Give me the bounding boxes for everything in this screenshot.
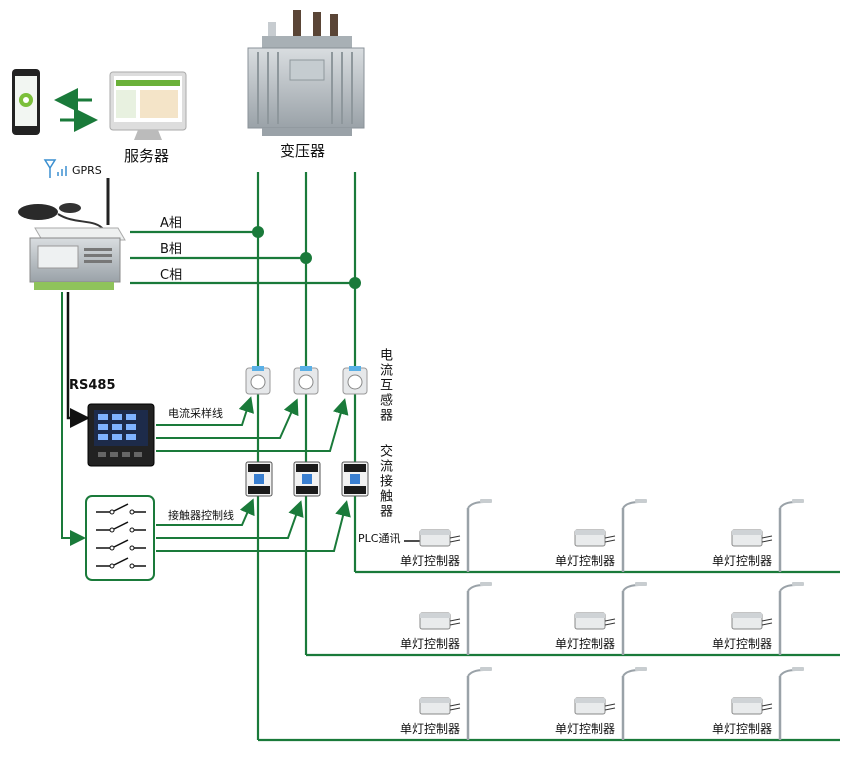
controller-label: 单灯控制器 bbox=[400, 637, 461, 651]
phase-b-label: B相 bbox=[160, 242, 182, 257]
current-sample-label: 电流采样线 bbox=[168, 407, 223, 420]
plc-comm-label: PLC通讯 bbox=[358, 532, 401, 545]
phase-a-label: A相 bbox=[160, 216, 182, 231]
controller-label: 单灯控制器 bbox=[400, 722, 461, 736]
rs485-label: RS485 bbox=[69, 378, 116, 393]
single-lamp-controller bbox=[731, 697, 773, 715]
controller-label: 单灯控制器 bbox=[400, 554, 461, 568]
current-transformer-label: 电流互感器 bbox=[377, 348, 392, 423]
gprs-label: GPRS bbox=[72, 164, 102, 177]
single-lamp-controller bbox=[574, 612, 616, 630]
contactor-control-lines bbox=[156, 498, 351, 552]
ac-contactor-label: 交流接触器 bbox=[377, 444, 392, 519]
phase-buses bbox=[130, 172, 357, 740]
phone-icon bbox=[12, 69, 40, 135]
output-feeders bbox=[258, 570, 840, 742]
single-lamp-controller bbox=[574, 529, 616, 547]
street-light-icon bbox=[621, 499, 647, 572]
rs485-link bbox=[66, 292, 90, 428]
street-light-icon bbox=[466, 582, 492, 655]
single-lamp-controller bbox=[731, 612, 773, 630]
concentrator-device bbox=[29, 227, 126, 290]
control-link bbox=[61, 292, 86, 546]
controllers-group bbox=[419, 499, 804, 740]
street-light-icon bbox=[466, 499, 492, 572]
junction-dots bbox=[252, 226, 361, 289]
power-meter-device bbox=[87, 403, 155, 467]
phase-c-label: C相 bbox=[160, 268, 183, 283]
transformer-device bbox=[247, 10, 365, 136]
controller-label: 单灯控制器 bbox=[712, 722, 773, 736]
single-lamp-controller bbox=[419, 529, 461, 547]
street-light-icon bbox=[778, 499, 804, 572]
sync-arrows-icon bbox=[54, 88, 98, 132]
transformer-label: 变压器 bbox=[280, 142, 326, 160]
relay-switch-box bbox=[85, 495, 155, 581]
gprs-antenna-icon bbox=[18, 178, 110, 231]
current-transformer-icon bbox=[245, 366, 368, 395]
server-monitor-icon bbox=[109, 71, 187, 140]
controller-label: 单灯控制器 bbox=[555, 722, 616, 736]
current-sample-lines bbox=[156, 396, 349, 452]
street-light-icon bbox=[466, 667, 492, 740]
single-lamp-controller bbox=[731, 529, 773, 547]
single-lamp-controller bbox=[574, 697, 616, 715]
street-light-icon bbox=[778, 582, 804, 655]
contactor-control-label: 接触器控制线 bbox=[168, 509, 234, 522]
ac-contactor-icon bbox=[245, 461, 369, 497]
single-lamp-controller bbox=[419, 612, 461, 630]
street-light-icon bbox=[621, 582, 647, 655]
antenna-signal-icon bbox=[43, 159, 67, 178]
server-label: 服务器 bbox=[124, 147, 170, 165]
street-light-icon bbox=[621, 667, 647, 740]
single-lamp-controller bbox=[419, 697, 461, 715]
controller-label: 单灯控制器 bbox=[712, 637, 773, 651]
controller-label: 单灯控制器 bbox=[712, 554, 773, 568]
controller-label: 单灯控制器 bbox=[555, 637, 616, 651]
street-light-icon bbox=[778, 667, 804, 740]
controller-label: 单灯控制器 bbox=[555, 554, 616, 568]
